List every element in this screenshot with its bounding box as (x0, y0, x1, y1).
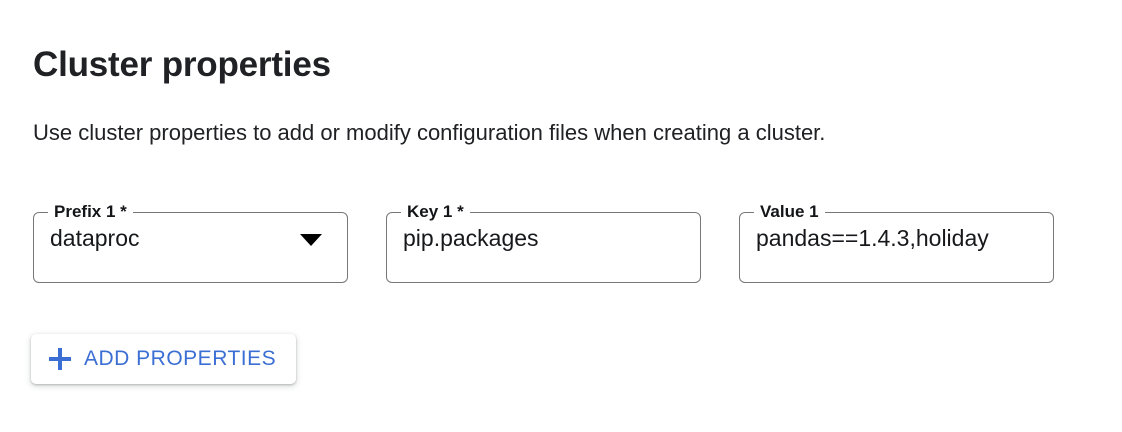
key-field[interactable]: Key 1 * pip.packages (386, 203, 701, 283)
value-field[interactable]: Value 1 pandas==1.4.3,holiday (739, 203, 1054, 283)
dropdown-arrow-icon[interactable] (300, 234, 322, 246)
page-description: Use cluster properties to add or modify … (33, 120, 826, 145)
key-field-label: Key 1 * (407, 202, 464, 221)
add-properties-label: ADD PROPERTIES (84, 347, 277, 370)
add-properties-button[interactable]: ADD PROPERTIES (31, 334, 297, 384)
cluster-properties-row: Prefix 1 * dataproc Key 1 * pip.packages… (33, 203, 1054, 283)
value-input[interactable]: pandas==1.4.3,holiday (756, 225, 989, 251)
prefix-select-value[interactable]: dataproc (50, 225, 140, 251)
page-title: Cluster properties (33, 45, 331, 85)
prefix-field-outline: Prefix 1 * (33, 203, 348, 283)
prefix-field-label: Prefix 1 * (54, 202, 127, 221)
prefix-field[interactable]: Prefix 1 * dataproc (33, 203, 348, 283)
value-field-label: Value 1 (760, 202, 819, 221)
plus-icon (49, 348, 71, 370)
value-field-outline: Value 1 (739, 203, 1054, 283)
key-field-outline: Key 1 * (386, 203, 701, 283)
key-input[interactable]: pip.packages (403, 225, 539, 251)
